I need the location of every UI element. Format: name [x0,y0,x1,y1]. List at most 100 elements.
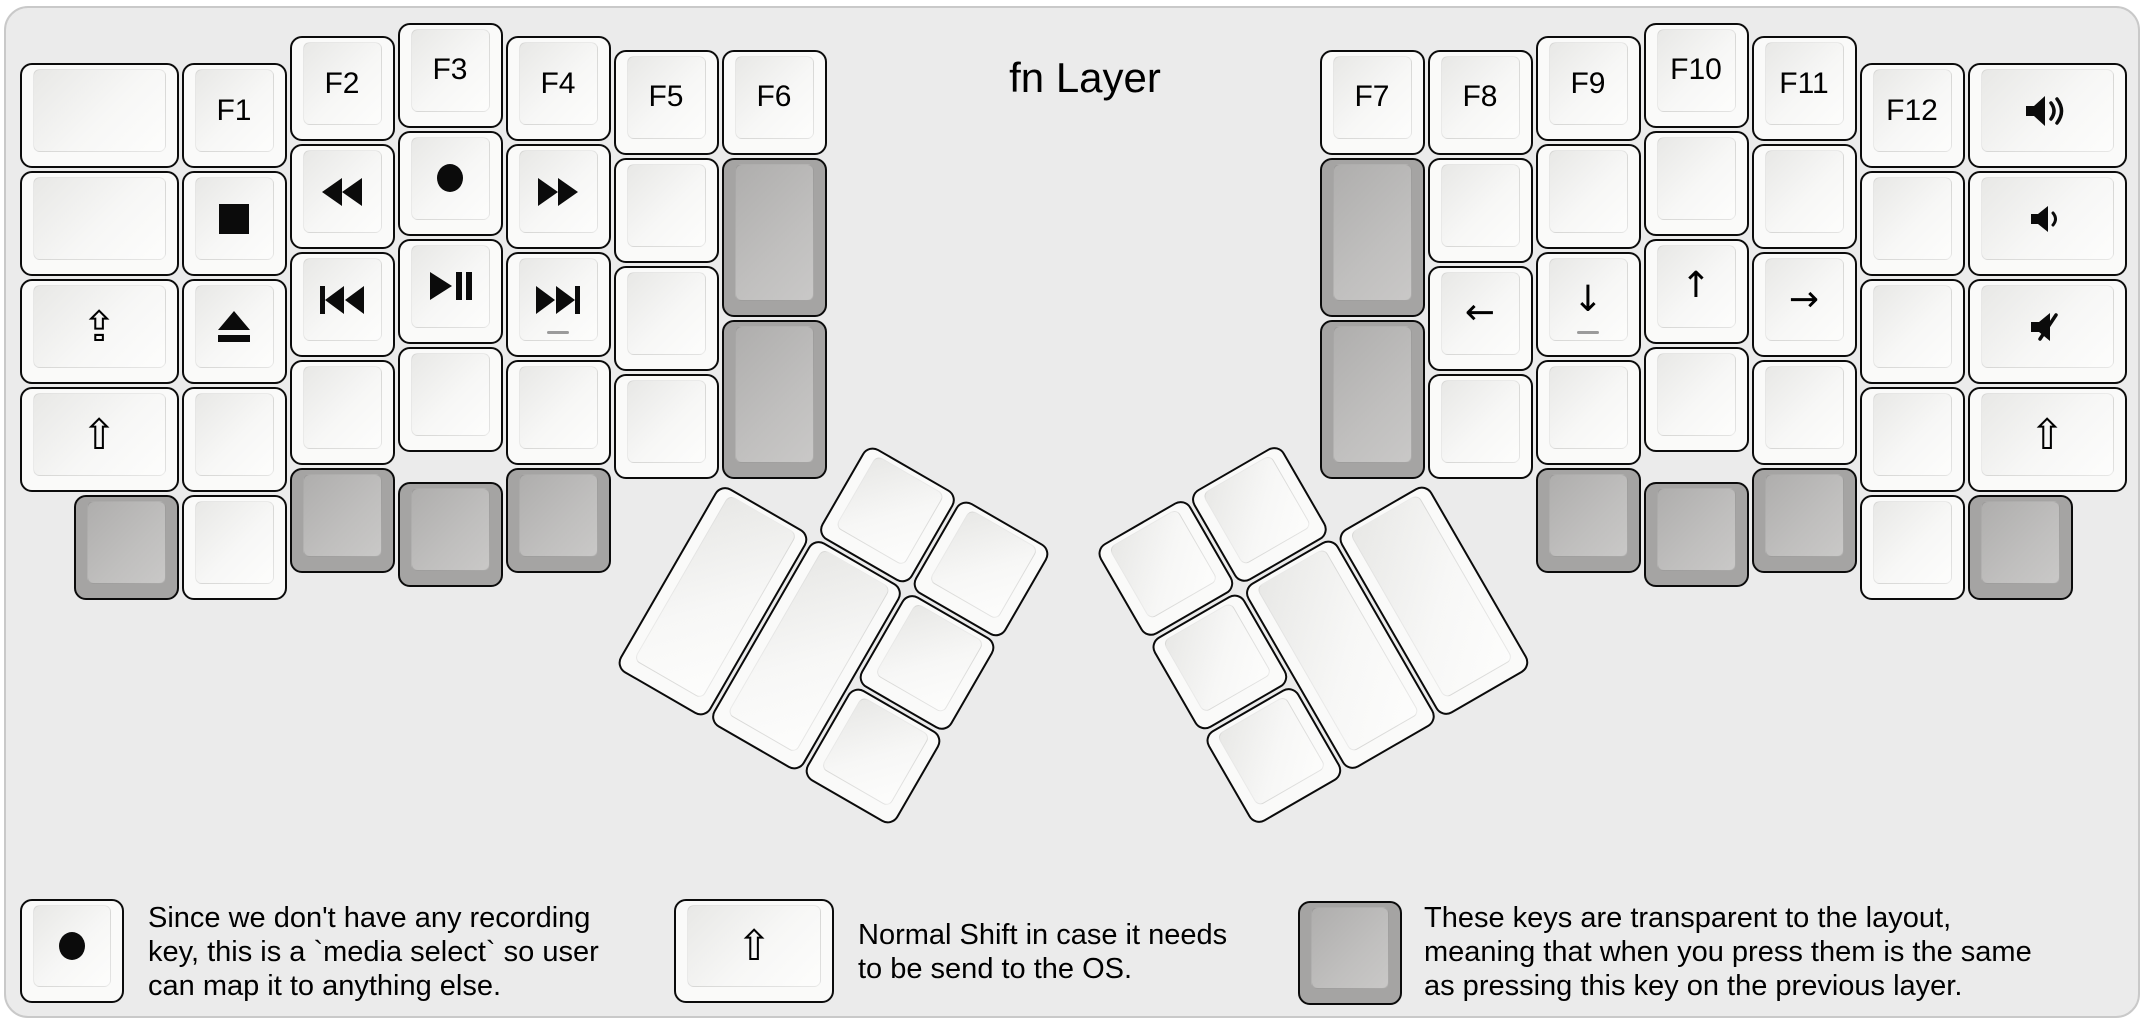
keycap-top: F10 [1656,28,1736,112]
key-f2[interactable]: F2 [289,36,395,141]
keycap-top [626,163,706,247]
key-transparent[interactable] [1535,468,1641,573]
key-label: F1 [216,93,252,127]
keycap-top [518,474,598,557]
key-transparent[interactable] [1319,157,1425,317]
keycap-top [1656,136,1736,220]
key-blank[interactable] [19,63,179,168]
key-blank[interactable] [1859,171,1965,276]
keycap-top [86,501,166,584]
arrow-down-icon: ↓ [1572,278,1604,320]
key-blank[interactable] [1535,360,1641,465]
key-volume-down[interactable] [1967,171,2127,276]
key-f8[interactable]: F8 [1427,49,1533,155]
key-transparent[interactable] [721,319,827,479]
key-f4[interactable]: F4 [505,36,611,141]
key-blank[interactable] [1643,346,1749,452]
key-caps-lock[interactable]: ⇪ [19,279,179,384]
keycap-top [1548,150,1628,233]
key-record[interactable] [397,130,503,236]
keycap-top: ⇪ [32,285,166,368]
key-blank[interactable] [1643,130,1749,236]
record-icon [55,929,89,963]
key-blank[interactable] [505,360,611,465]
key-label: F3 [432,53,468,86]
mute-icon [2027,310,2067,344]
key-blank[interactable] [181,387,287,492]
keycap-top [1980,177,2114,260]
key-arrow-up[interactable]: ↑ [1643,238,1749,344]
key-f12[interactable]: F12 [1859,63,1965,168]
key-blank[interactable] [181,495,287,600]
key-transparent[interactable] [1319,319,1425,479]
key-arrow-left[interactable]: ← [1427,265,1533,371]
key-transparent[interactable] [397,481,503,587]
key-rewind[interactable] [289,144,395,249]
key-transparent[interactable] [1643,481,1749,587]
key-blank[interactable] [397,346,503,452]
volume-up-icon [2024,93,2070,129]
keycap-top: ⇧ [32,393,166,476]
key-blank[interactable] [1859,495,1965,600]
homing-dash-icon [1577,331,1599,334]
keycap-top [302,474,382,557]
key-blank[interactable] [613,265,719,371]
key-blank[interactable] [289,360,395,465]
key-f3[interactable]: F3 [397,22,503,128]
keycap-top [33,905,111,987]
key-f9[interactable]: F9 [1535,36,1641,141]
keycap-top [1872,501,1952,584]
key-blank[interactable] [19,171,179,276]
key-arrow-right[interactable]: → [1751,252,1857,357]
key-arrow-down[interactable]: ↓ [1535,252,1641,357]
key-next-track[interactable] [505,252,611,357]
key-blank[interactable] [1859,387,1965,492]
key-eject[interactable] [181,279,287,384]
key-f7[interactable]: F7 [1319,49,1425,155]
key-blank[interactable] [1535,144,1641,249]
key-blank[interactable] [1859,279,1965,384]
volume-down-icon [2029,204,2065,234]
key-f1[interactable]: F1 [181,63,287,168]
key-mute[interactable] [1967,279,2127,384]
key-transparent [1298,901,1402,1005]
keycap-top [302,150,382,233]
key-prev-track[interactable] [289,252,395,357]
key-blank[interactable] [1427,373,1533,479]
key-f5[interactable]: F5 [613,49,719,155]
shift-icon: ⇧ [81,409,117,459]
key-blank[interactable] [613,157,719,263]
key-f11[interactable]: F11 [1751,36,1857,141]
keycap-top: F1 [194,69,274,152]
key-blank[interactable] [1427,157,1533,263]
keycap-top: F3 [410,28,490,112]
key-shift[interactable]: ⇧ [1967,387,2127,492]
key-shift: ⇧ [674,899,834,1003]
keycap-top [1440,163,1520,247]
keycap-top [1872,177,1952,260]
key-transparent[interactable] [505,468,611,573]
key-fast-forward[interactable] [505,144,611,249]
key-volume-up[interactable] [1967,63,2127,168]
key-transparent[interactable] [1751,468,1857,573]
key-f10[interactable]: F10 [1643,22,1749,128]
key-shift[interactable]: ⇧ [19,387,179,492]
key-label: F8 [1462,80,1498,113]
key-blank[interactable] [613,373,719,479]
key-transparent[interactable] [289,468,395,573]
key-play-pause[interactable] [397,238,503,344]
arrow-right-icon: → [1788,278,1820,320]
homing-dash-icon [547,331,569,334]
key-transparent[interactable] [721,157,827,317]
caps-lock-icon: ⇪ [81,301,117,351]
key-blank[interactable] [1751,144,1857,249]
key-transparent[interactable] [73,495,179,600]
keycap-top [1311,907,1389,989]
keycap-top [302,258,382,341]
legend-text-media-select: Since we don't have any recording key, t… [148,902,599,1002]
key-label: F10 [1670,53,1722,86]
key-transparent[interactable] [1967,495,2073,600]
key-blank[interactable] [1751,360,1857,465]
key-f6[interactable]: F6 [721,49,827,155]
key-stop[interactable] [181,171,287,276]
